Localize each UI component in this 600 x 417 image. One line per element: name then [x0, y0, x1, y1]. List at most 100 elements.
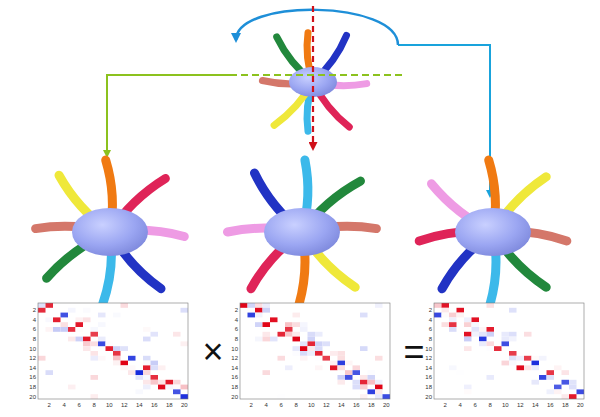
matrix-cell: [449, 327, 457, 332]
matrix-cell: [300, 322, 308, 327]
matrix-cell: [345, 370, 353, 375]
starfish: [419, 160, 567, 304]
matrix-cell: [502, 332, 510, 337]
matrix: [434, 303, 584, 399]
matrix-cell: [330, 351, 338, 356]
matrix-cell: [472, 327, 480, 332]
matrix-cell: [375, 385, 383, 390]
matrix-cell: [368, 389, 376, 394]
matrix-cell: [285, 327, 293, 332]
matrix-cell: [315, 346, 323, 351]
tick-label: 16: [231, 374, 238, 380]
tick-label: 20: [29, 394, 36, 400]
matrix-cell: [323, 380, 331, 385]
matrix-cell: [270, 317, 278, 322]
matrix-cell: [577, 389, 585, 394]
starfish: [36, 160, 185, 304]
matrix-frame: [38, 303, 188, 399]
matrix-cell: [68, 327, 76, 332]
tick-label: 14: [29, 365, 36, 371]
matrix-cell: [143, 385, 151, 390]
tick-label: 2: [48, 402, 51, 408]
matrix-cell: [487, 341, 495, 346]
matrix-cell: [76, 337, 84, 342]
matrix-cell: [323, 356, 331, 361]
matrix-cell: [68, 308, 76, 313]
matrix-cell: [76, 327, 84, 332]
matrix-cell: [61, 313, 69, 318]
matrix-cell: [509, 308, 517, 313]
matrix-cell: [315, 332, 323, 337]
tick-label: 16: [29, 374, 36, 380]
matrix-cell: [151, 332, 159, 337]
tick-label: 18: [368, 402, 375, 408]
tick-label: 18: [425, 384, 432, 390]
matrix-cell: [98, 341, 106, 346]
matrix-cell: [517, 365, 525, 370]
matrix-cell: [270, 332, 278, 337]
matrix-cell: [539, 356, 547, 361]
matrix-frame: [240, 303, 390, 399]
matrix-cell: [143, 375, 151, 380]
matrix-cell: [323, 341, 331, 346]
matrix-cell: [151, 380, 159, 385]
tick-label: 12: [425, 355, 432, 361]
matrix-cell: [151, 375, 159, 380]
matrix-cell: [308, 337, 316, 342]
body: [455, 208, 531, 256]
operator-symbol: ×: [203, 334, 224, 370]
transform-arrows: [107, 10, 490, 196]
matrix-cell: [136, 370, 144, 375]
matrix-cell: [83, 346, 91, 351]
matrix-cell: [315, 356, 323, 361]
matrix-cell: [562, 380, 570, 385]
matrix-cell: [173, 380, 181, 385]
matrix-cell: [293, 322, 301, 327]
matrix-cell: [308, 346, 316, 351]
matrix-cell: [315, 341, 323, 346]
matrix-cell: [143, 380, 151, 385]
matrix-cell: [360, 385, 368, 390]
matrix-cell: [368, 375, 376, 380]
matrix-cell: [263, 332, 271, 337]
matrix-cell: [472, 317, 480, 322]
matrix-cell: [255, 337, 263, 342]
matrix-cell: [524, 332, 532, 337]
matrix-cell: [121, 303, 129, 308]
matrix-cell: [479, 341, 487, 346]
matrix-cell: [83, 317, 91, 322]
matrix-cell: [91, 351, 99, 356]
matrix-cell: [121, 365, 129, 370]
tick-label: 20: [383, 402, 390, 408]
operator-symbol: =: [404, 334, 425, 370]
matrix-cell: [98, 356, 106, 361]
matrix-cell: [113, 361, 121, 366]
matrix-cell: [76, 322, 84, 327]
matrix-cell: [472, 332, 480, 337]
tick-label: 8: [429, 336, 432, 342]
matrix-cell: [61, 322, 69, 327]
matrix-cell: [434, 303, 442, 308]
matrix-cell: [293, 337, 301, 342]
matrix-cell: [464, 322, 472, 327]
matrix-cell: [91, 332, 99, 337]
matrix: [240, 303, 390, 399]
matrix-cell: [158, 365, 166, 370]
tick-label: 16: [151, 402, 158, 408]
matrix-cell: [487, 332, 495, 337]
matrix-cell: [166, 385, 174, 390]
matrix-cell: [121, 346, 129, 351]
matrix-cell: [360, 375, 368, 380]
matrix-cell: [83, 308, 91, 313]
matrix: [38, 303, 188, 399]
matrix-cell: [151, 365, 159, 370]
starfish: [262, 33, 366, 132]
matrix-cell: [464, 317, 472, 322]
starfish: [228, 160, 377, 304]
matrix-cell: [293, 313, 301, 318]
matrix-cell: [285, 332, 293, 337]
matrix-cell: [487, 346, 495, 351]
matrix-cell: [38, 303, 46, 308]
matrix-cell: [91, 327, 99, 332]
matrix-cell: [76, 317, 84, 322]
